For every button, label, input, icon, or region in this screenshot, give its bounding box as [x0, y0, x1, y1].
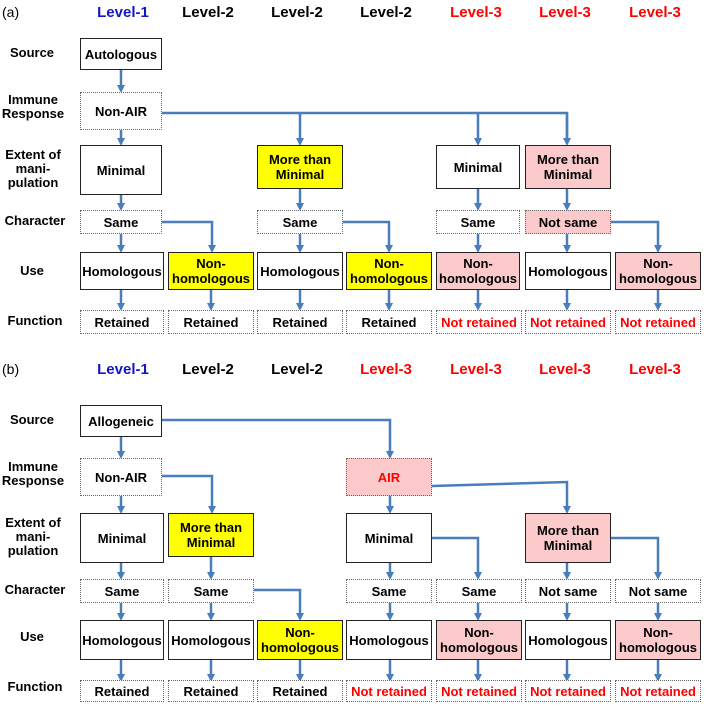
panel-a-row-use: Use	[20, 263, 44, 278]
panel-a-immune-box: Non-AIR	[80, 92, 162, 130]
panel-b-use-3: Non-homologous	[257, 620, 343, 660]
connector-arrow	[343, 220, 393, 253]
panel-a-char-1: Same	[80, 210, 162, 234]
panel-b-func-2: Retained	[168, 680, 254, 702]
panel-a-use-1: Homologous	[80, 252, 164, 290]
panel-a-level-1: Level-1	[97, 4, 149, 21]
panel-b-level-2b: Level-2	[271, 361, 323, 378]
panel-a-char-3: Same	[436, 210, 520, 234]
panel-a-row-source: Source	[9, 45, 55, 60]
panel-b-manip-1: Minimal	[80, 513, 164, 563]
panel-b-func-4: Not retained	[346, 680, 432, 702]
panel-b-level-3c: Level-3	[539, 361, 591, 378]
panel-b-row-character: Character	[4, 582, 66, 597]
panel-a-func-5: Not retained	[436, 310, 522, 334]
panel-a-level-3c: Level-3	[629, 4, 681, 21]
panel-b-label: (b)	[2, 361, 20, 377]
panel-a-level-3a: Level-3	[450, 4, 502, 21]
panel-a-use-3: Homologous	[257, 252, 343, 290]
panel-b-row-function: Function	[7, 679, 63, 694]
panel-b-func-3: Retained	[257, 680, 343, 702]
panel-a-use-2: Non-homologous	[168, 252, 254, 290]
panel-a-use-4: Non-homologous	[346, 252, 432, 290]
panel-a-func-1: Retained	[80, 310, 164, 334]
connector-arrow	[254, 588, 304, 621]
panel-b-row-immune: Immune Response	[1, 459, 65, 488]
panel-b-immune-air: AIR	[346, 458, 432, 496]
panel-b-level-3d: Level-3	[629, 361, 681, 378]
panel-a-func-3: Retained	[257, 310, 343, 334]
connector-arrow	[611, 220, 662, 253]
panel-b-row-use: Use	[20, 629, 44, 644]
panel-a-row-function: Function	[7, 313, 63, 328]
panel-b-use-4: Homologous	[346, 620, 432, 660]
panel-a-row-immune: Immune Response	[1, 92, 65, 121]
panel-b-func-1: Retained	[80, 680, 164, 702]
panel-b-level-1: Level-1	[97, 361, 149, 378]
panel-a-manip-3: Minimal	[436, 145, 520, 189]
panel-b-level-2a: Level-2	[182, 361, 234, 378]
panel-b-use-7: Non-homologous	[615, 620, 701, 660]
panel-b-manip-3: Minimal	[346, 513, 432, 563]
panel-b-level-3b: Level-3	[450, 361, 502, 378]
panel-a-use-7: Non-homologous	[615, 252, 701, 290]
panel-a-row-character: Character	[4, 213, 66, 228]
connector-arrow	[162, 220, 216, 253]
panel-b-char-4: Same	[436, 579, 522, 603]
panel-b-char-2: Same	[168, 579, 254, 603]
panel-a-manip-2: More than Minimal	[257, 145, 343, 189]
panel-a-func-2: Retained	[168, 310, 254, 334]
panel-b-row-source: Source	[9, 412, 55, 427]
panel-a-func-4: Retained	[346, 310, 432, 334]
panel-b-level-3a: Level-3	[360, 361, 412, 378]
connector-arrow	[432, 536, 482, 580]
panel-a-char-4: Not same	[525, 210, 611, 234]
panel-b-use-6: Homologous	[525, 620, 611, 660]
panel-a-level-2a: Level-2	[182, 4, 234, 21]
panel-b-char-6: Not same	[615, 579, 701, 603]
panel-b-func-6: Not retained	[525, 680, 611, 702]
panel-b-use-1: Homologous	[80, 620, 164, 660]
panel-a-manip-1: Minimal	[80, 145, 162, 195]
panel-b-manip-4: More than Minimal	[525, 513, 611, 563]
panel-a-level-2b: Level-2	[271, 4, 323, 21]
panel-b-row-manipulation: Extent of mani- pulation	[5, 515, 61, 558]
panel-a-level-2c: Level-2	[360, 4, 412, 21]
panel-b-func-7: Not retained	[615, 680, 701, 702]
panel-a-row-manipulation: Extent of mani- pulation	[5, 147, 61, 190]
panel-b-manip-2: More than Minimal	[168, 513, 254, 557]
panel-a-label: (a)	[2, 4, 20, 20]
panel-b-char-1: Same	[80, 579, 164, 603]
connector-arrow	[162, 474, 216, 514]
connector-arrow	[162, 111, 569, 142]
panel-a-use-6: Homologous	[525, 252, 611, 290]
panel-a-func-7: Not retained	[615, 310, 701, 334]
connector-arrow	[162, 418, 394, 459]
connector-arrow	[431, 480, 571, 514]
panel-b-immune-nonair: Non-AIR	[80, 458, 162, 496]
panel-b-char-5: Not same	[525, 579, 611, 603]
panel-b-char-3: Same	[346, 579, 432, 603]
panel-b-use-5: Non-homologous	[436, 620, 522, 660]
connector-arrow	[611, 536, 662, 580]
panel-a-source-box: Autologous	[80, 38, 162, 70]
panel-a-char-2: Same	[257, 210, 343, 234]
panel-a-manip-4: More than Minimal	[525, 145, 611, 189]
panel-a-use-5: Non-homologous	[436, 252, 520, 290]
panel-b-func-5: Not retained	[436, 680, 522, 702]
panel-b-source-box: Allogeneic	[80, 405, 162, 437]
panel-a-level-3b: Level-3	[539, 4, 591, 21]
panel-b-use-2: Homologous	[168, 620, 254, 660]
panel-a-func-6: Not retained	[525, 310, 611, 334]
